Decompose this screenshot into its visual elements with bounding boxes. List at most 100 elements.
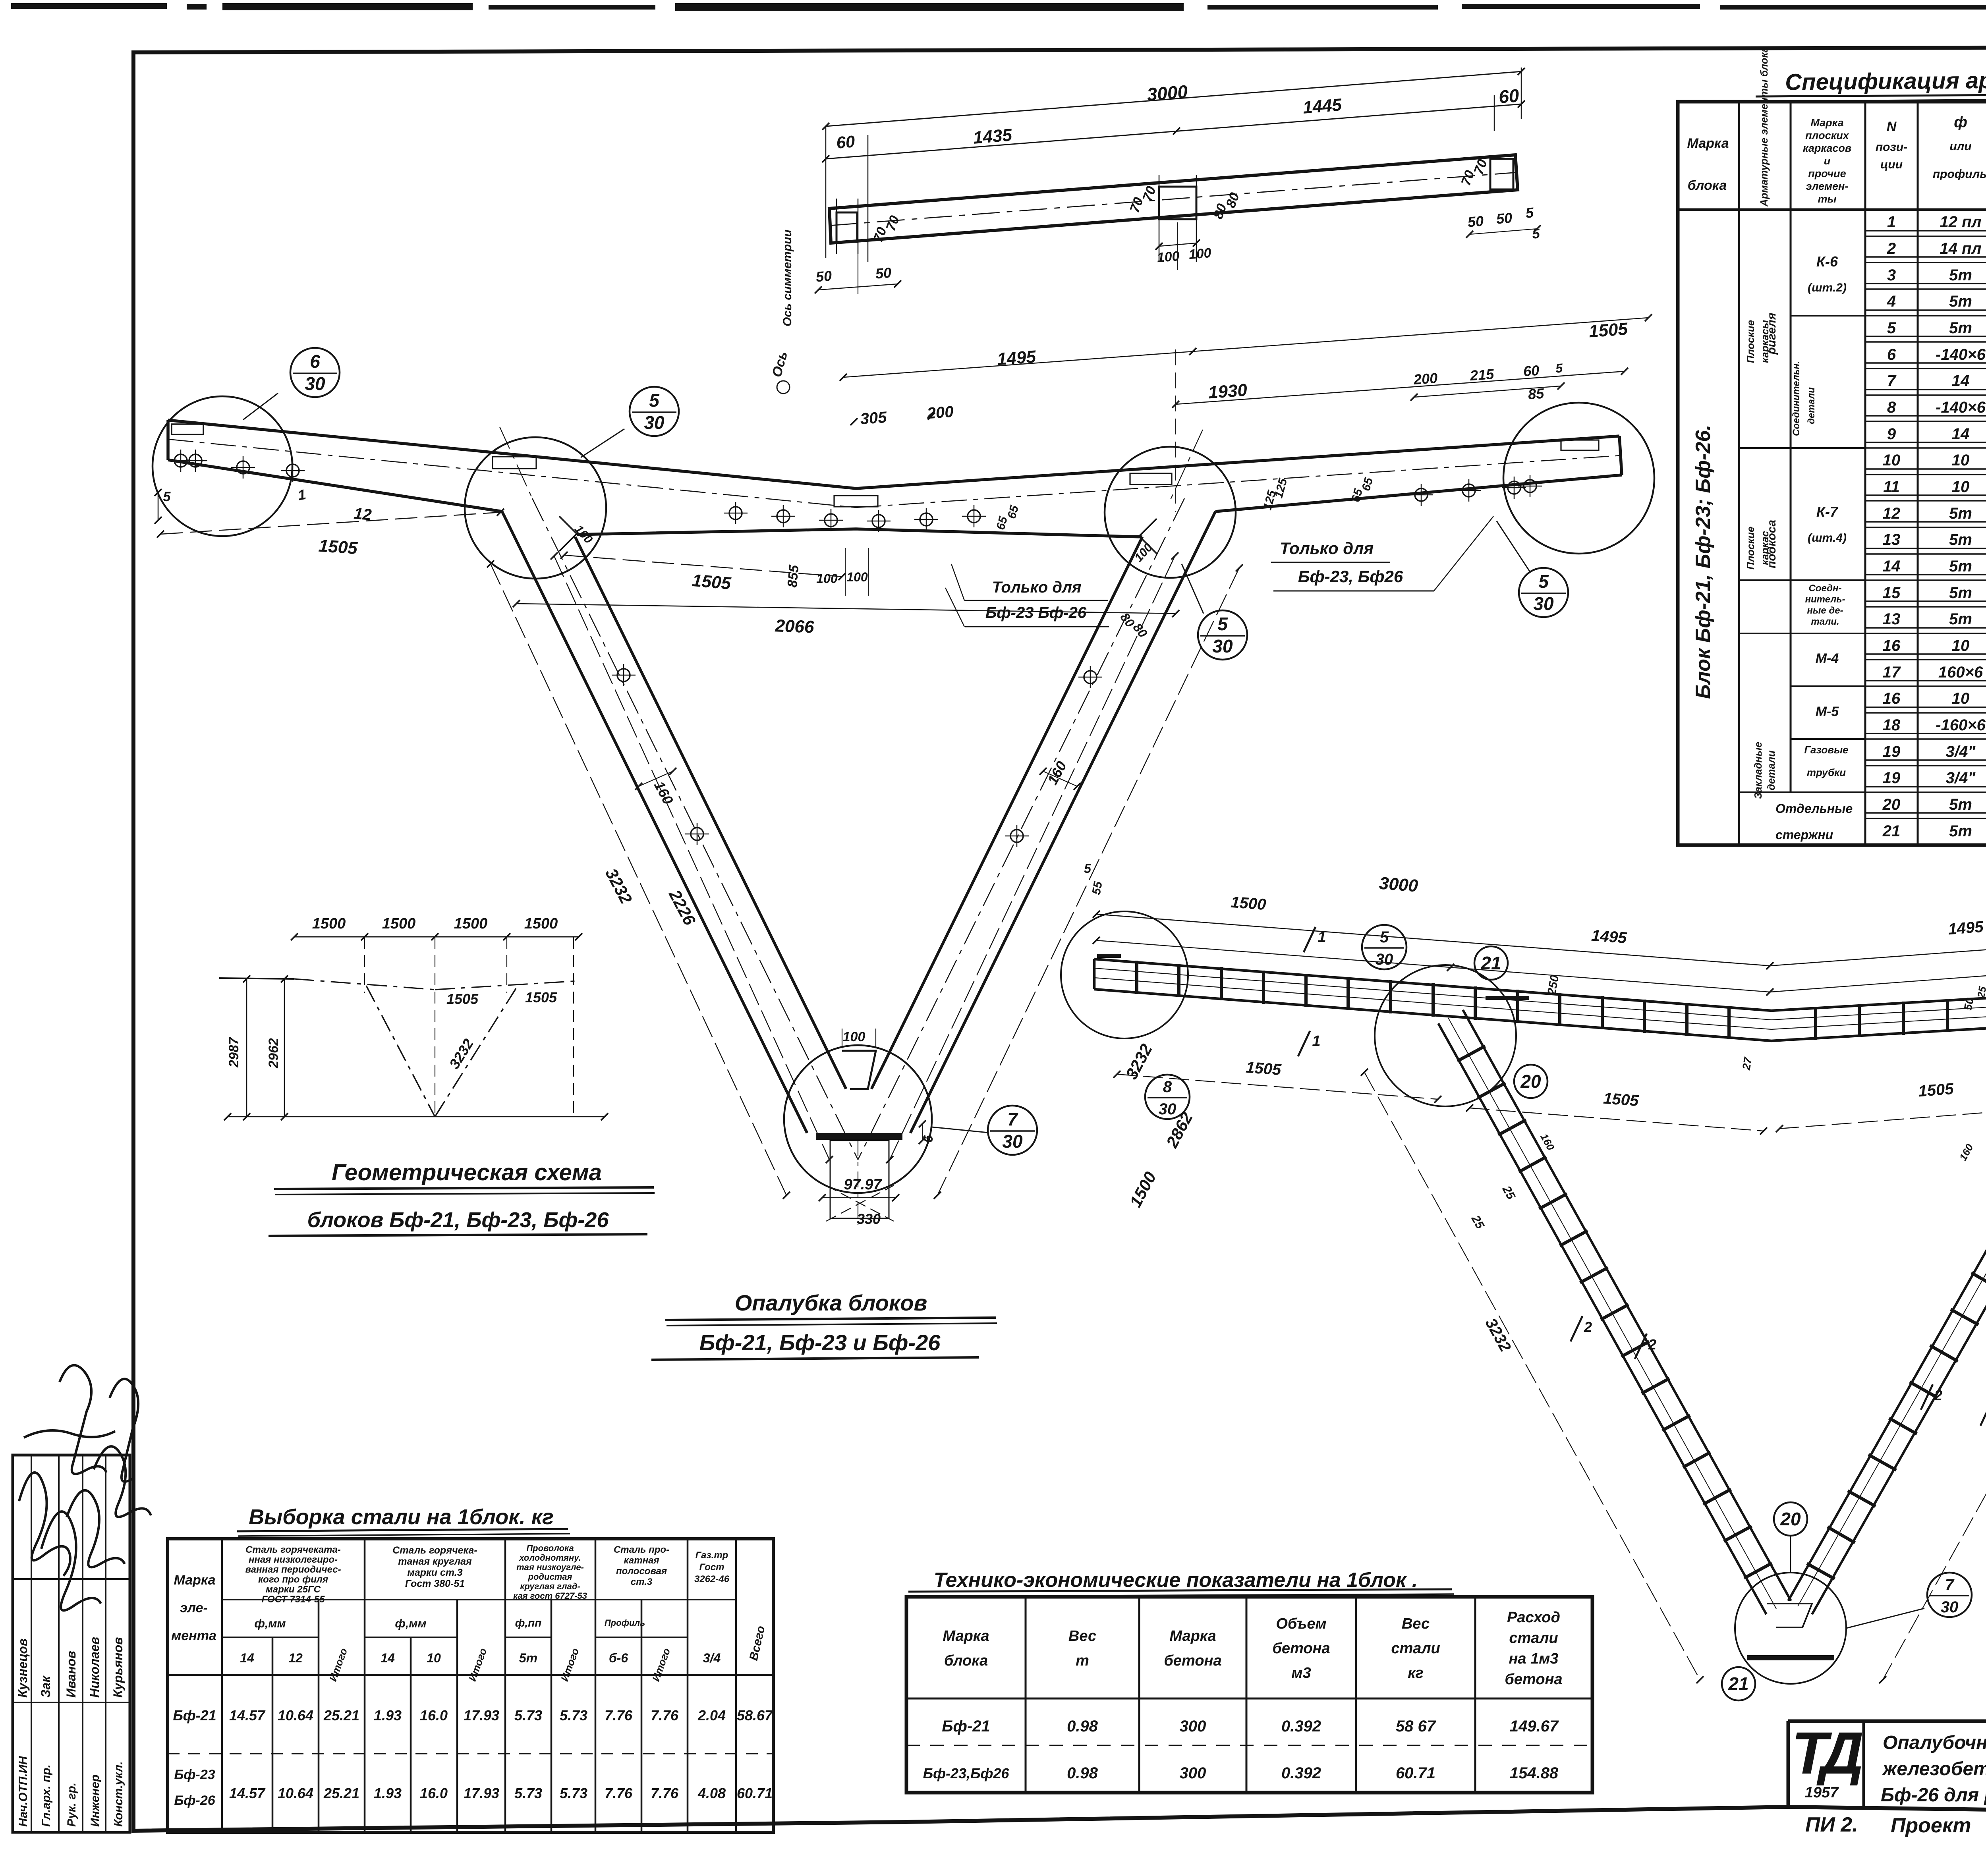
svg-text:Только для: Только для: [1280, 539, 1374, 558]
svg-text:Гост 380-51: Гост 380-51: [405, 1578, 465, 1589]
svg-text:3000: 3000: [1146, 81, 1189, 105]
svg-text:1.93: 1.93: [374, 1707, 402, 1724]
svg-text:5т: 5т: [1949, 319, 1972, 337]
svg-text:10: 10: [1952, 478, 1970, 496]
svg-text:Арматурные элементы блока: Арматурные элементы блока: [1758, 47, 1770, 207]
svg-text:305: 305: [860, 409, 887, 428]
svg-text:Марка: Марка: [1810, 117, 1843, 129]
svg-text:215: 215: [1469, 366, 1495, 384]
svg-text:1505: 1505: [318, 536, 358, 558]
svg-text:2: 2: [1934, 1387, 1942, 1403]
svg-text:Опалубочные и арматурные че: Опалубочные и арматурные чертежи: [1883, 1732, 1986, 1753]
svg-text:Профиль: Профиль: [605, 1618, 645, 1628]
svg-text:Кузнецов: Кузнецов: [15, 1639, 30, 1698]
svg-text:2962: 2962: [266, 1038, 281, 1069]
svg-text:8: 8: [1163, 1078, 1172, 1096]
svg-text:Спецификация арматуры н: Спецификация арматуры на 1блок: [1785, 66, 1986, 95]
svg-text:ф,пп: ф,пп: [515, 1617, 542, 1629]
svg-text:7: 7: [1887, 372, 1897, 390]
svg-text:200: 200: [1413, 370, 1438, 388]
svg-text:58.67: 58.67: [737, 1707, 773, 1724]
svg-text:50: 50: [1962, 997, 1976, 1011]
svg-text:Плоские: Плоские: [1745, 527, 1756, 569]
svg-text:14 пл: 14 пл: [1940, 240, 1982, 257]
svg-text:50: 50: [875, 264, 892, 282]
svg-text:кого про филя: кого про филя: [258, 1574, 328, 1585]
svg-text:Вес: Вес: [1402, 1615, 1430, 1632]
svg-text:5: 5: [649, 390, 660, 411]
svg-text:5: 5: [1538, 571, 1549, 592]
svg-text:97.97: 97.97: [844, 1176, 882, 1193]
svg-text:16.0: 16.0: [420, 1785, 448, 1801]
svg-text:эле-: эле-: [180, 1600, 208, 1615]
svg-text:14: 14: [1952, 425, 1970, 443]
svg-text:60.71: 60.71: [1396, 1764, 1435, 1782]
svg-text:21: 21: [1728, 1673, 1748, 1694]
svg-text:5т: 5т: [1949, 531, 1972, 548]
svg-text:полосовая: полосовая: [616, 1566, 667, 1577]
svg-text:9: 9: [1887, 425, 1896, 443]
svg-text:Объем: Объем: [1276, 1615, 1326, 1632]
svg-text:1500: 1500: [454, 915, 488, 932]
svg-text:Иванов: Иванов: [64, 1651, 78, 1698]
svg-text:Нач.ОТП.ИН: Нач.ОТП.ИН: [17, 1756, 30, 1827]
svg-text:7: 7: [1945, 1576, 1955, 1594]
svg-text:5: 5: [1380, 928, 1389, 946]
svg-text:10: 10: [1883, 452, 1901, 469]
svg-text:плоских: плоских: [1805, 129, 1849, 141]
svg-text:5.73: 5.73: [514, 1707, 542, 1724]
svg-text:4: 4: [1887, 293, 1896, 310]
svg-text:(шт.4): (шт.4): [1808, 531, 1847, 544]
svg-text:100: 100: [843, 1029, 865, 1044]
svg-text:1505: 1505: [1245, 1059, 1282, 1079]
svg-text:холоднотяну.: холоднотяну.: [519, 1553, 581, 1563]
svg-text:30: 30: [1002, 1131, 1023, 1152]
svg-text:элемен-: элемен-: [1806, 180, 1849, 192]
svg-text:Газовые: Газовые: [1804, 744, 1848, 756]
svg-text:20: 20: [1520, 1071, 1541, 1092]
svg-text:14.57: 14.57: [229, 1707, 266, 1724]
svg-text:5т: 5т: [1949, 796, 1972, 813]
svg-text:30: 30: [1533, 593, 1554, 614]
svg-text:10.64: 10.64: [278, 1785, 313, 1801]
svg-text:5: 5: [1525, 204, 1534, 221]
svg-text:16.0: 16.0: [420, 1707, 448, 1724]
svg-text:Закладные: Закладные: [1752, 742, 1764, 799]
svg-text:стержни: стержни: [1775, 828, 1833, 842]
svg-text:5: 5: [1217, 614, 1228, 634]
svg-text:5т: 5т: [1949, 266, 1972, 284]
svg-text:бетона: бетона: [1505, 1671, 1562, 1688]
svg-text:1505: 1505: [1588, 319, 1629, 342]
svg-text:50: 50: [1495, 210, 1513, 227]
svg-text:60.71: 60.71: [737, 1785, 773, 1801]
svg-text:ф,мм: ф,мм: [395, 1617, 426, 1630]
svg-text:21: 21: [1882, 822, 1901, 840]
svg-text:16: 16: [1883, 637, 1901, 654]
svg-text:5: 5: [163, 489, 171, 504]
svg-text:14: 14: [381, 1651, 395, 1665]
svg-text:100: 100: [846, 570, 868, 584]
svg-text:25: 25: [1975, 985, 1986, 999]
svg-text:бетона: бетона: [1272, 1640, 1330, 1657]
svg-text:ПИ 2.: ПИ 2.: [1805, 1813, 1858, 1836]
svg-text:14.57: 14.57: [229, 1785, 266, 1801]
svg-text:ванная периодичес-: ванная периодичес-: [245, 1564, 341, 1575]
svg-text:ф: ф: [1954, 114, 1967, 131]
svg-text:5т: 5т: [1949, 558, 1972, 575]
svg-text:на 1м3: на 1м3: [1509, 1650, 1558, 1667]
svg-text:ты: ты: [1818, 193, 1836, 205]
svg-text:7: 7: [1007, 1109, 1018, 1129]
svg-text:12: 12: [288, 1651, 303, 1665]
svg-text:10: 10: [1952, 690, 1970, 707]
svg-text:2.04: 2.04: [697, 1707, 726, 1724]
svg-text:30: 30: [1159, 1100, 1177, 1118]
svg-text:марки 25ГС: марки 25ГС: [266, 1584, 321, 1595]
svg-text:50: 50: [1467, 213, 1484, 230]
svg-text:30: 30: [305, 373, 325, 394]
svg-text:кг: кг: [1408, 1665, 1424, 1681]
svg-text:5: 5: [1887, 319, 1896, 337]
svg-text:Бф-26 для рам фонарей ширин: Бф-26 для рам фонарей шириной 12м.: [1881, 1785, 1986, 1806]
svg-text:1505: 1505: [446, 991, 479, 1007]
svg-text:Инженер: Инженер: [89, 1774, 102, 1827]
svg-text:Соединительн.: Соединительн.: [1791, 361, 1802, 436]
